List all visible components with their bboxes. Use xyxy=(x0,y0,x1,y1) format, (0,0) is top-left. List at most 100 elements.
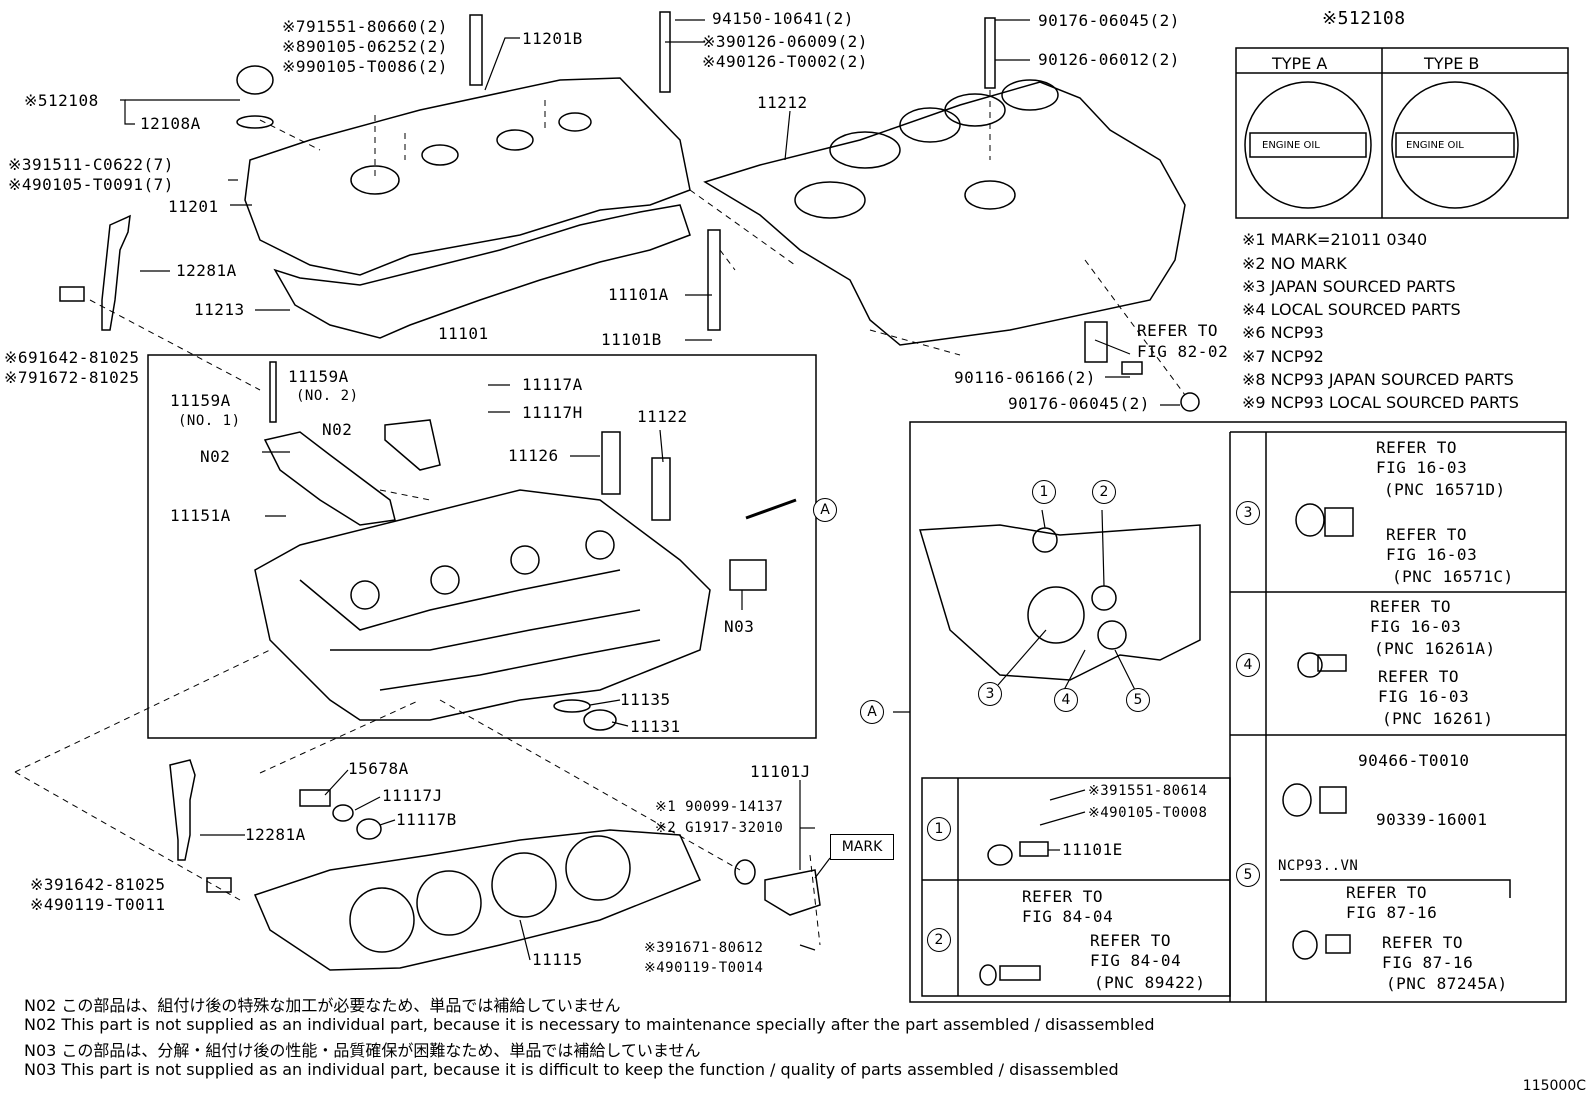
legend-item: ※8 NCP93 JAPAN SOURCED PARTS xyxy=(1242,370,1514,389)
r3-pnc-b: (PNC 16571C) xyxy=(1392,567,1514,586)
cylinder-head-frame xyxy=(147,354,817,739)
r2-refer-b: REFER TO xyxy=(1090,931,1172,950)
row-callout-4: 4 xyxy=(1236,653,1260,677)
label-11117J: 11117J xyxy=(382,786,443,805)
label-11159A-no1: 11159A xyxy=(170,391,231,410)
row-callout-5: 5 xyxy=(1236,863,1260,887)
label-12281A-bottom: 12281A xyxy=(245,825,306,844)
label-15678A: 15678A xyxy=(348,759,409,778)
cylinder-head-cover-outline xyxy=(244,77,691,276)
r5-refer-d: REFER TO xyxy=(1382,933,1464,952)
view-a-callout: A xyxy=(813,498,837,522)
label-11159A-no2: 11159A xyxy=(288,367,349,386)
detail-callout-2: 2 xyxy=(1092,480,1116,504)
type-a-header: TYPE A xyxy=(1272,54,1328,73)
head-cover-gasket xyxy=(273,204,691,339)
detail-callout-3: 3 xyxy=(978,682,1002,706)
label-11201: 11201 xyxy=(168,197,219,216)
r1-490105-T0008: ※490105-T0008 xyxy=(1088,805,1208,821)
label-12281A-top: 12281A xyxy=(176,261,237,280)
label-391511-C0622: ※391511-C0622(7) xyxy=(8,155,174,174)
oil-cap-type-frame xyxy=(1235,47,1569,219)
label-490105-T0091: ※490105-T0091(7) xyxy=(8,175,174,194)
label-11126: 11126 xyxy=(508,446,559,465)
cylinder-head-outline xyxy=(254,489,711,721)
detail-sensor-frame xyxy=(921,777,1231,997)
r5-90339-16001: 90339-16001 xyxy=(1376,810,1488,829)
label-791672-81025: ※791672-81025 xyxy=(4,368,140,387)
label-390126-06009: ※390126-06009(2) xyxy=(702,32,868,51)
r5-pnc-d: (PNC 87245A) xyxy=(1386,974,1508,993)
note-n02-jp: N02 この部品は、組付け後の特殊な加工が必要なため、単品では補給していません xyxy=(24,996,621,1015)
r4-refer-a: REFER TO xyxy=(1370,597,1452,616)
label-11159A-no2-sub: (NO. 2) xyxy=(296,388,359,404)
label-11151A: 11151A xyxy=(170,506,231,525)
type-b-header: TYPE B xyxy=(1424,54,1480,73)
label-391671-80612: ※391671-80612 xyxy=(644,940,764,956)
label-11101: 11101 xyxy=(438,324,489,343)
label-90176-06045-right: 90176-06045(2) xyxy=(1008,394,1150,413)
label-11159A-no1-sub: (NO. 1) xyxy=(178,413,241,429)
label-11115: 11115 xyxy=(532,950,583,969)
r2-fig-b: FIG 84-04 xyxy=(1090,951,1182,970)
label-11201B: 11201B xyxy=(522,29,583,48)
label-691642-81025: ※691642-81025 xyxy=(4,348,140,367)
label-490119-T0014: ※490119-T0014 xyxy=(644,960,764,976)
head-gasket-outline xyxy=(253,829,702,971)
label-990105-T0086: ※990105-T0086(2) xyxy=(282,57,448,76)
r5-ncp93-vn: NCP93..VN xyxy=(1278,858,1359,874)
r1-11101E: 11101E xyxy=(1062,840,1123,859)
r5-fig-d: FIG 87-16 xyxy=(1382,953,1474,972)
engine-oil-text-b: ENGINE OIL xyxy=(1406,140,1464,151)
r3-fig-b: FIG 16-03 xyxy=(1386,545,1478,564)
label-791551-80660: ※791551-80660(2) xyxy=(282,17,448,36)
label-11101A: 11101A xyxy=(608,285,669,304)
detail-callout-1: 1 xyxy=(1032,480,1056,504)
label-490126-T0002: ※490126-T0002(2) xyxy=(702,52,868,71)
r5-90466-T0010: 90466-T0010 xyxy=(1358,751,1470,770)
r4-refer-b: REFER TO xyxy=(1378,667,1460,686)
r1-391551-80614: ※391551-80614 xyxy=(1088,783,1208,799)
label-890105-06252: ※890105-06252(2) xyxy=(282,37,448,56)
r2-fig-a: FIG 84-04 xyxy=(1022,907,1114,926)
label-90116-06166: 90116-06166(2) xyxy=(954,368,1096,387)
label-90099-14137: ※1 90099-14137 xyxy=(655,799,784,815)
label-11213: 11213 xyxy=(194,300,245,319)
label-11135: 11135 xyxy=(620,690,671,709)
detail-callout-5: 5 xyxy=(1126,688,1150,712)
r5-fig-c: FIG 87-16 xyxy=(1346,903,1438,922)
legend-item: ※1 MARK=21011 0340 xyxy=(1242,230,1428,249)
legend-item: ※4 LOCAL SOURCED PARTS xyxy=(1242,300,1461,319)
row-callout-1: 1 xyxy=(927,817,951,841)
label-N02-upper: N02 xyxy=(322,420,353,439)
label-G1917-32010: ※2 G1917-32010 xyxy=(655,820,784,836)
note-n02-en: N02 This part is not supplied as an indi… xyxy=(24,1015,1155,1034)
legend-item: ※2 NO MARK xyxy=(1242,254,1347,273)
row-callout-3: 3 xyxy=(1236,501,1260,525)
label-refer-to-82-line2: FIG 82-02 xyxy=(1137,342,1229,361)
label-11101B: 11101B xyxy=(601,330,662,349)
label-12108-inset: ※512108 xyxy=(1322,8,1406,29)
row-callout-2: 2 xyxy=(927,928,951,952)
legend-item: ※6 NCP93 xyxy=(1242,323,1324,342)
engine-cover-outline xyxy=(703,81,1186,346)
label-11101J: 11101J xyxy=(750,762,811,781)
label-12108A: 12108A xyxy=(140,114,201,133)
r3-pnc-a: (PNC 16571D) xyxy=(1384,480,1506,499)
label-391642-81025: ※391642-81025 xyxy=(30,875,166,894)
label-11122: 11122 xyxy=(637,407,688,426)
figure-code: 115000C xyxy=(1522,1078,1586,1094)
label-11117B: 11117B xyxy=(396,810,457,829)
r2-pnc-b: (PNC 89422) xyxy=(1094,973,1206,992)
r3-refer-a: REFER TO xyxy=(1376,438,1458,457)
r3-fig-a: FIG 16-03 xyxy=(1376,458,1468,477)
detail-callout-4: 4 xyxy=(1054,688,1078,712)
r3-refer-b: REFER TO xyxy=(1386,525,1468,544)
mark-callout-box: MARK xyxy=(830,834,894,860)
r4-fig-b: FIG 16-03 xyxy=(1378,687,1470,706)
detail-a-callout: A xyxy=(860,700,884,724)
legend-item: ※9 NCP93 LOCAL SOURCED PARTS xyxy=(1242,393,1519,412)
label-N03: N03 xyxy=(724,617,755,636)
r4-pnc-b: (PNC 16261) xyxy=(1382,709,1494,728)
